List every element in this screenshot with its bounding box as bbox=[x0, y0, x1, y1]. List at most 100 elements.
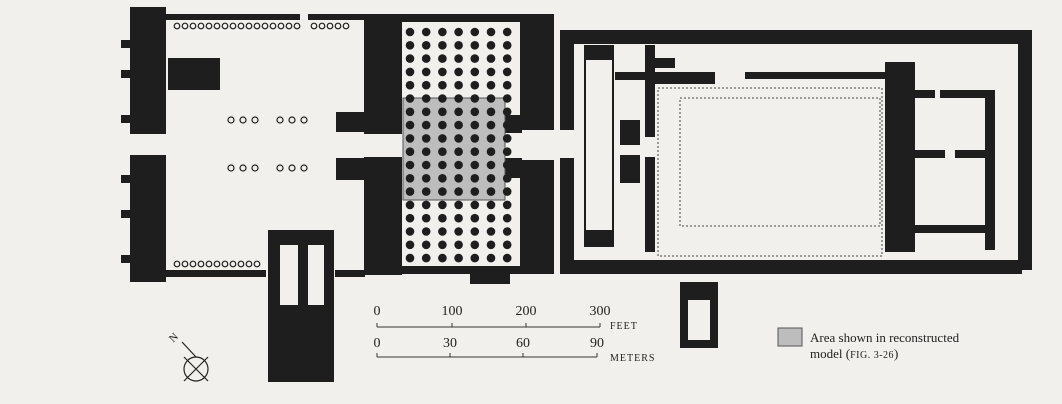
hall-column bbox=[502, 213, 512, 223]
hall-column bbox=[470, 147, 480, 156]
hall-column bbox=[470, 80, 480, 90]
hall-column bbox=[454, 41, 463, 50]
hall-south-wall bbox=[398, 266, 554, 274]
hall-column bbox=[454, 67, 463, 77]
hall-column bbox=[470, 213, 480, 223]
mammisi bbox=[268, 230, 334, 382]
hall-column bbox=[470, 187, 480, 196]
hall-column bbox=[486, 27, 496, 37]
axial-column bbox=[288, 116, 296, 124]
hall-column bbox=[454, 213, 463, 223]
court-column bbox=[229, 22, 237, 30]
hall-column bbox=[454, 174, 463, 183]
court-column bbox=[181, 260, 189, 268]
axial-column bbox=[251, 116, 259, 124]
hall-column bbox=[438, 147, 447, 156]
hall-column bbox=[421, 174, 431, 183]
hall-column bbox=[454, 94, 463, 103]
second-pylon-north bbox=[364, 14, 402, 134]
hall-column bbox=[421, 187, 431, 196]
hall-column bbox=[486, 54, 496, 63]
hall-column bbox=[438, 227, 447, 236]
hall-column bbox=[502, 160, 512, 170]
hall-column bbox=[421, 253, 431, 263]
hall-column bbox=[470, 94, 480, 103]
hall-column bbox=[405, 80, 415, 90]
scale-bars bbox=[376, 323, 601, 358]
meter-tick-60: 60 bbox=[516, 336, 530, 351]
hall-column bbox=[502, 253, 512, 263]
walls bbox=[121, 7, 1032, 382]
axial-column bbox=[276, 116, 284, 124]
hall-column bbox=[470, 174, 480, 183]
inner-enclosure bbox=[657, 87, 883, 257]
court-column bbox=[205, 260, 213, 268]
court-colonnades bbox=[173, 22, 350, 268]
axial-column bbox=[251, 164, 259, 172]
hall-column bbox=[486, 94, 496, 103]
hall-column bbox=[470, 107, 480, 117]
court-column bbox=[237, 22, 245, 30]
legend-line-2-suffix: ) bbox=[894, 346, 899, 361]
hall-column bbox=[454, 134, 463, 143]
hall-column bbox=[502, 67, 512, 77]
hall-column bbox=[405, 213, 415, 223]
hall-column bbox=[405, 94, 415, 103]
hall-column bbox=[438, 134, 447, 143]
court-column bbox=[181, 22, 189, 30]
hall-column bbox=[438, 240, 447, 250]
hall-column bbox=[405, 27, 415, 37]
hall-column bbox=[421, 240, 431, 250]
legend-swatch bbox=[777, 327, 803, 347]
hall-column bbox=[438, 54, 447, 63]
court-column bbox=[205, 22, 213, 30]
hall-column bbox=[438, 174, 447, 183]
hall-column bbox=[486, 160, 496, 170]
court-south-wall bbox=[166, 270, 266, 277]
hall-column bbox=[421, 120, 431, 130]
hall-column bbox=[405, 147, 415, 156]
hall-column bbox=[438, 213, 447, 223]
court-column bbox=[253, 22, 261, 30]
hall-column bbox=[486, 227, 496, 236]
court-column bbox=[213, 22, 221, 30]
hall-column bbox=[486, 147, 496, 156]
hall-column bbox=[486, 253, 496, 263]
hall-column bbox=[486, 41, 496, 50]
hall-column bbox=[421, 107, 431, 117]
court-column bbox=[310, 22, 318, 30]
hall-column bbox=[405, 41, 415, 50]
court-column bbox=[173, 260, 181, 268]
hall-column bbox=[470, 160, 480, 170]
hall-column bbox=[502, 134, 512, 143]
court-column bbox=[293, 22, 301, 30]
hall-column bbox=[405, 160, 415, 170]
hall-column bbox=[502, 147, 512, 156]
hall-column bbox=[438, 160, 447, 170]
axial-column bbox=[227, 164, 235, 172]
hall-column bbox=[470, 200, 480, 210]
hall-north-wall bbox=[398, 14, 554, 22]
hall-column bbox=[421, 227, 431, 236]
hall-column bbox=[438, 80, 447, 90]
court-column bbox=[253, 260, 261, 268]
hall-column bbox=[502, 27, 512, 37]
hall-column bbox=[421, 54, 431, 63]
hall-column bbox=[502, 120, 512, 130]
legend-text: Area shown in reconstructed model (FIG. … bbox=[810, 330, 959, 364]
court-column bbox=[229, 260, 237, 268]
court-column bbox=[221, 22, 229, 30]
court-column bbox=[261, 22, 269, 30]
east-enclosure-north bbox=[560, 30, 1032, 44]
second-pylon-south bbox=[364, 157, 402, 275]
court-column bbox=[245, 260, 253, 268]
hall-column bbox=[405, 187, 415, 196]
hall-column bbox=[486, 67, 496, 77]
hall-column bbox=[486, 213, 496, 223]
hall-column bbox=[421, 80, 431, 90]
hall-column bbox=[502, 80, 512, 90]
hall-column bbox=[486, 107, 496, 117]
hall-column bbox=[454, 147, 463, 156]
hall-column bbox=[438, 67, 447, 77]
hall-column bbox=[421, 147, 431, 156]
